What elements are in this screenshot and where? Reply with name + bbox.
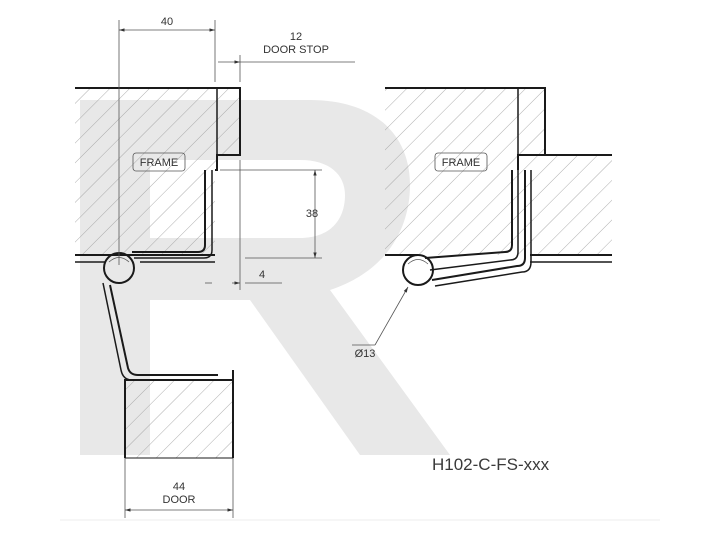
dim-4: 4: [259, 269, 265, 281]
watermark-logo: [80, 100, 450, 455]
frame-label-left: FRAME: [140, 157, 179, 169]
left-section-view: FRAME: [75, 87, 241, 459]
dim-diameter-13: Ø13: [355, 348, 376, 360]
door-stop-right: [517, 87, 546, 156]
dim-38: 38: [306, 208, 318, 220]
door-stop-left: [216, 87, 241, 156]
door-label: DOOR: [163, 494, 196, 506]
dim-12: 12: [290, 31, 302, 43]
part-code: H102-C-FS-xxx: [432, 455, 550, 474]
right-section-view: FRAME: [385, 87, 612, 287]
frame-label-right: FRAME: [442, 157, 481, 169]
door-stop-label: DOOR STOP: [263, 44, 329, 56]
hinge-knuckle-right: [402, 254, 434, 286]
dim-44: 44: [173, 481, 185, 493]
dimensions: 40 12 DOOR STOP 38 4 44 DOOR Ø13: [118, 16, 409, 518]
dim-40: 40: [161, 16, 173, 28]
